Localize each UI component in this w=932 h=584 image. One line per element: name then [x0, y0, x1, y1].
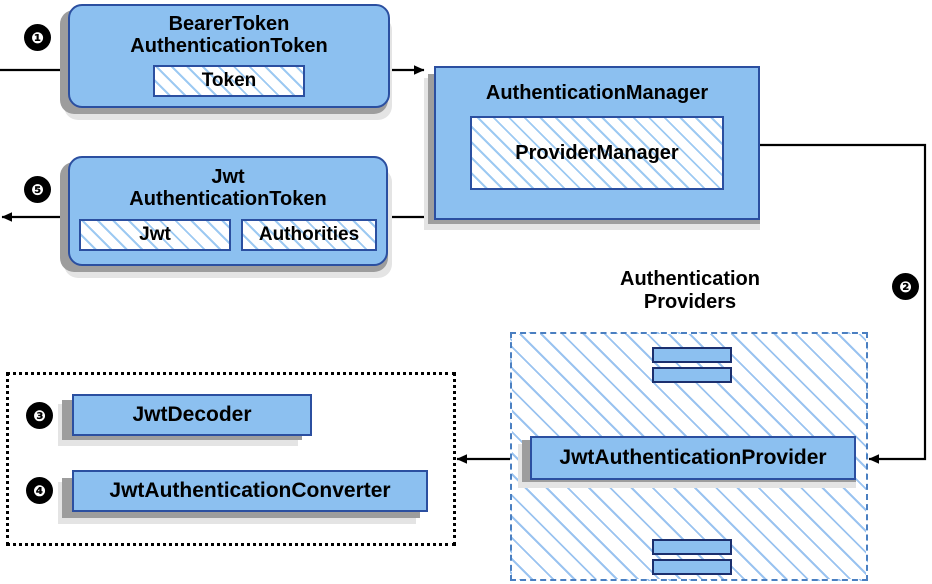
badge-step-3: ❸	[27, 403, 52, 428]
authentication-providers-label-line1: Authentication	[620, 268, 760, 290]
badge-step-4: ❹	[27, 478, 52, 503]
provider-stub-bar-top-1	[652, 347, 732, 363]
provider-manager-slot: ProviderManager	[470, 116, 724, 191]
provider-stub-bar-bottom-2	[652, 559, 732, 575]
jwt-token-slot-authorities: Authorities	[241, 218, 377, 251]
authentication-providers-group-label: Authentication Providers	[578, 268, 802, 314]
jwt-components-container	[6, 372, 456, 546]
jwt-authentication-token-node[interactable]: Jwt AuthenticationToken Jwt Authorities	[68, 156, 388, 266]
jwt-authentication-converter-node[interactable]: JwtAuthenticationConverter	[72, 470, 428, 512]
jwt-token-title-line2: AuthenticationToken	[129, 188, 327, 211]
jwt-token-title-line1: Jwt	[211, 166, 245, 188]
authentication-manager-node[interactable]: AuthenticationManager ProviderManager	[434, 66, 760, 220]
jwt-authentication-converter-label: JwtAuthenticationConverter	[109, 479, 391, 502]
authentication-manager-title: AuthenticationManager	[485, 82, 709, 104]
bearer-token-slot-token: Token	[153, 64, 305, 97]
provider-stub-bar-top-2	[652, 367, 732, 383]
jwt-token-slot-row: Jwt Authorities	[79, 218, 377, 251]
badge-step-2: ❷	[893, 274, 918, 299]
jwt-decoder-node[interactable]: JwtDecoder	[72, 394, 312, 436]
badge-step-5: ❺	[25, 177, 50, 202]
jwt-authentication-provider-label: JwtAuthenticationProvider	[559, 446, 827, 469]
jwt-authentication-provider-node[interactable]: JwtAuthenticationProvider	[530, 436, 856, 480]
authentication-providers-label-line2: Providers	[643, 291, 737, 313]
badge-step-1: ❶	[25, 25, 50, 50]
bearer-token-title-line1: BearerToken	[168, 13, 290, 35]
jwt-decoder-label: JwtDecoder	[132, 403, 252, 426]
provider-stub-bar-bottom-1	[652, 539, 732, 555]
bearer-token-authentication-token-node[interactable]: BearerToken AuthenticationToken Token	[68, 4, 390, 108]
jwt-token-slot-jwt: Jwt	[79, 218, 231, 251]
bearer-token-title-line2: AuthenticationToken	[130, 35, 328, 58]
